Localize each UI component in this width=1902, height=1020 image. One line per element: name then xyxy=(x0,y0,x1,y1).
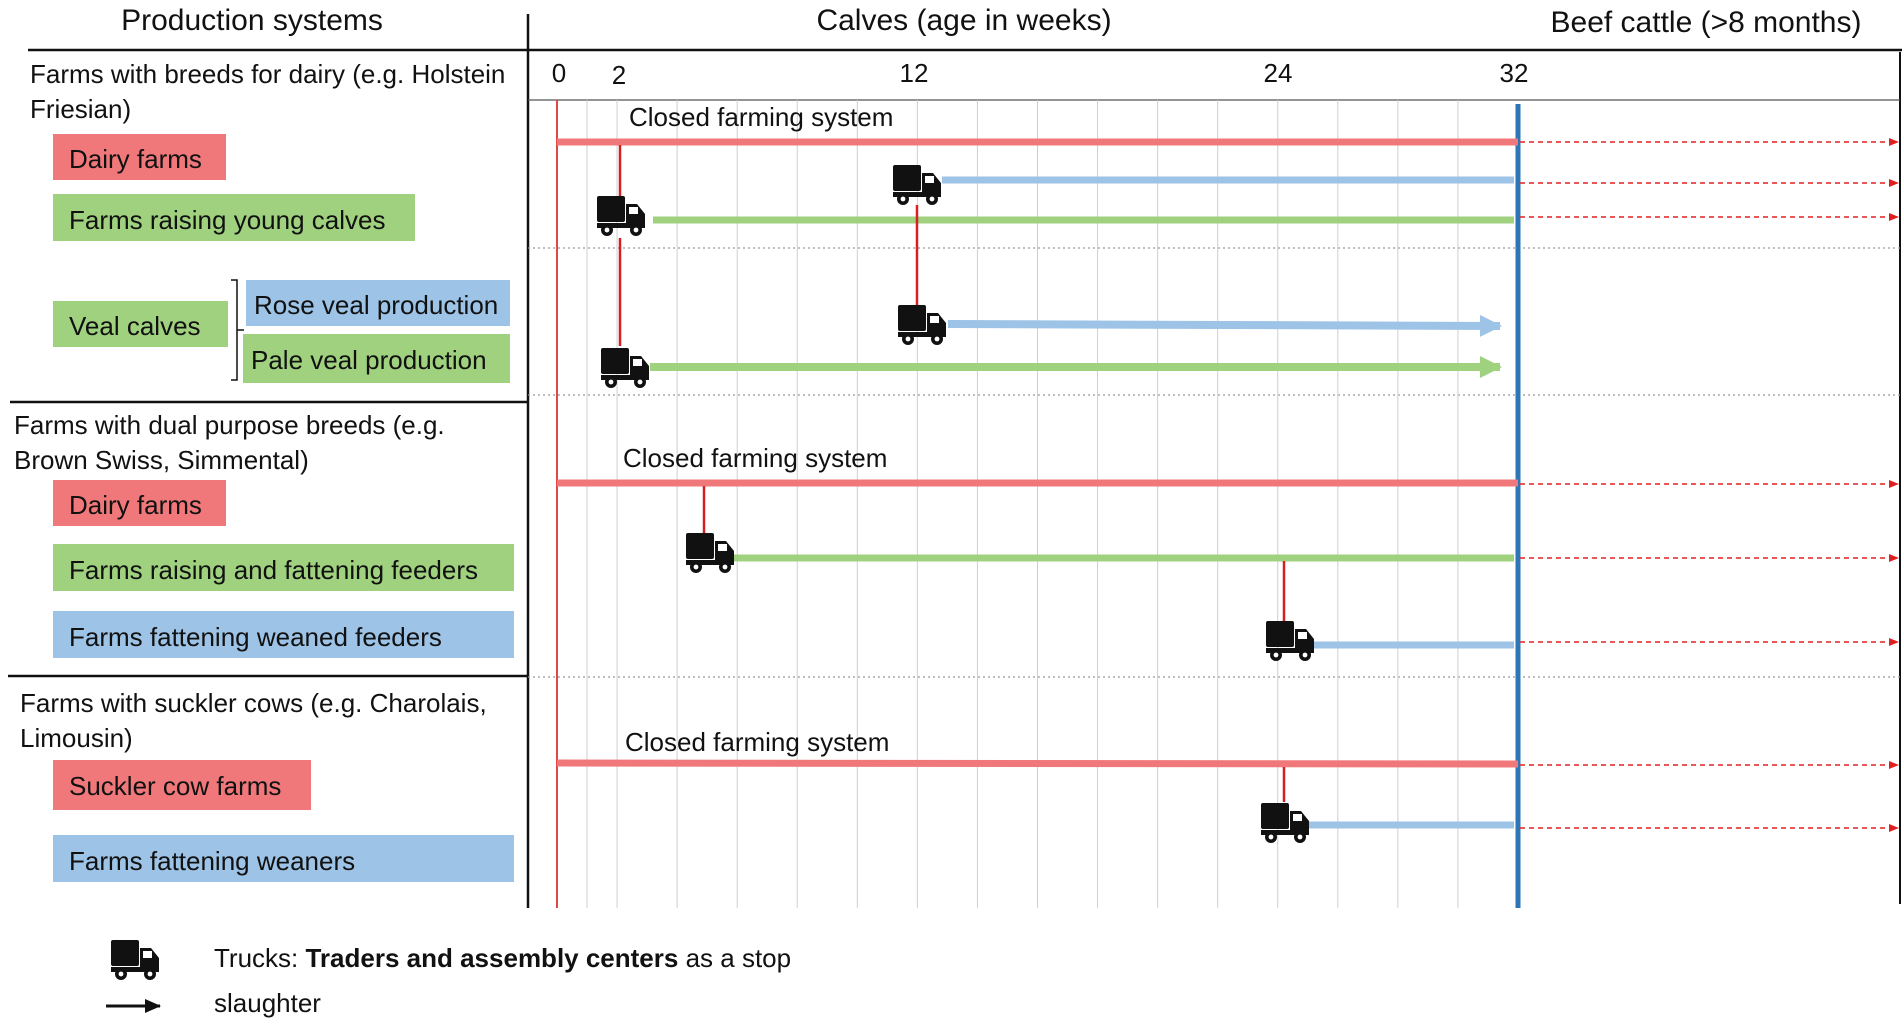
box-label: Rose veal production xyxy=(254,290,498,320)
row-separators xyxy=(528,247,1900,678)
closed-farming-label: Closed farming system xyxy=(625,727,889,757)
veal-calves-box xyxy=(53,301,228,347)
calves-age-header: Calves (age in weeks) xyxy=(816,4,1111,37)
raising-fattening-box xyxy=(53,544,514,591)
continuation-arrows xyxy=(1520,480,1899,646)
truck-icon xyxy=(1266,621,1314,661)
pale-veal-box xyxy=(243,334,510,383)
veal-bracket xyxy=(231,279,244,381)
week-grid xyxy=(586,100,1459,908)
box-label: Suckler cow farms xyxy=(69,771,281,801)
production-systems-header: Production systems xyxy=(121,4,383,37)
transfer-connectors xyxy=(618,145,919,346)
legend-trucks-suffix: as a stop xyxy=(678,943,791,973)
tick-label: 12 xyxy=(900,58,929,88)
truck-icon xyxy=(898,305,946,345)
legend-slaughter: slaughter xyxy=(214,988,321,1018)
box-label: Farms raising and fattening feeders xyxy=(69,555,478,585)
tick-label: 2 xyxy=(612,60,626,90)
closed-farming-label: Closed farming system xyxy=(623,443,887,473)
dairy-farms-box xyxy=(53,480,226,526)
tick-label: 24 xyxy=(1264,58,1293,88)
tick-label: 32 xyxy=(1500,58,1529,88)
truck-icon xyxy=(686,533,734,573)
legend-trucks-bold: Traders and assembly centers xyxy=(305,943,678,973)
tick-label: 0 xyxy=(552,58,566,88)
weaned-feeders-box xyxy=(53,611,514,658)
legend-trucks-prefix: Trucks: xyxy=(214,943,305,973)
closed-system-bar xyxy=(556,759,1519,768)
box-label: Farms raising young calves xyxy=(69,205,385,235)
box-label: Dairy farms xyxy=(69,490,202,520)
box-label: Veal calves xyxy=(69,311,201,341)
young-calves-box xyxy=(53,194,415,241)
section-title: Limousin) xyxy=(20,723,133,753)
transfer-connectors xyxy=(702,486,1286,621)
truck-icon xyxy=(601,348,649,388)
box-label: Pale veal production xyxy=(251,345,487,375)
suckler-cow-box xyxy=(53,760,311,810)
legend-trucks: Trucks: Traders and assembly centers as … xyxy=(214,943,791,973)
section-title: Farms with dual purpose breeds (e.g. xyxy=(14,410,445,440)
section-title: Farms with breeds for dairy (e.g. Holste… xyxy=(30,59,505,89)
dairy-farms-box xyxy=(53,134,226,180)
closed-farming-label: Closed farming system xyxy=(629,102,893,132)
truck-icon xyxy=(1261,803,1309,843)
continuation-arrows xyxy=(1520,761,1899,832)
section-title: Farms with suckler cows (e.g. Charolais, xyxy=(20,688,487,718)
box-label: Farms fattening weaners xyxy=(69,846,355,876)
section-title: Friesian) xyxy=(30,94,131,124)
continuation-arrows xyxy=(1520,138,1899,221)
box-label: Farms fattening weaned feeders xyxy=(69,622,442,652)
truck-icon xyxy=(111,940,159,980)
beef-cattle-header: Beef cattle (>8 months) xyxy=(1551,6,1862,39)
section-title: Brown Swiss, Simmental) xyxy=(14,445,309,475)
truck-icon xyxy=(597,196,645,236)
weaners-box xyxy=(53,835,514,882)
rose-veal-arrow xyxy=(947,314,1502,337)
box-label: Dairy farms xyxy=(69,144,202,174)
rose-veal-box xyxy=(246,280,510,326)
